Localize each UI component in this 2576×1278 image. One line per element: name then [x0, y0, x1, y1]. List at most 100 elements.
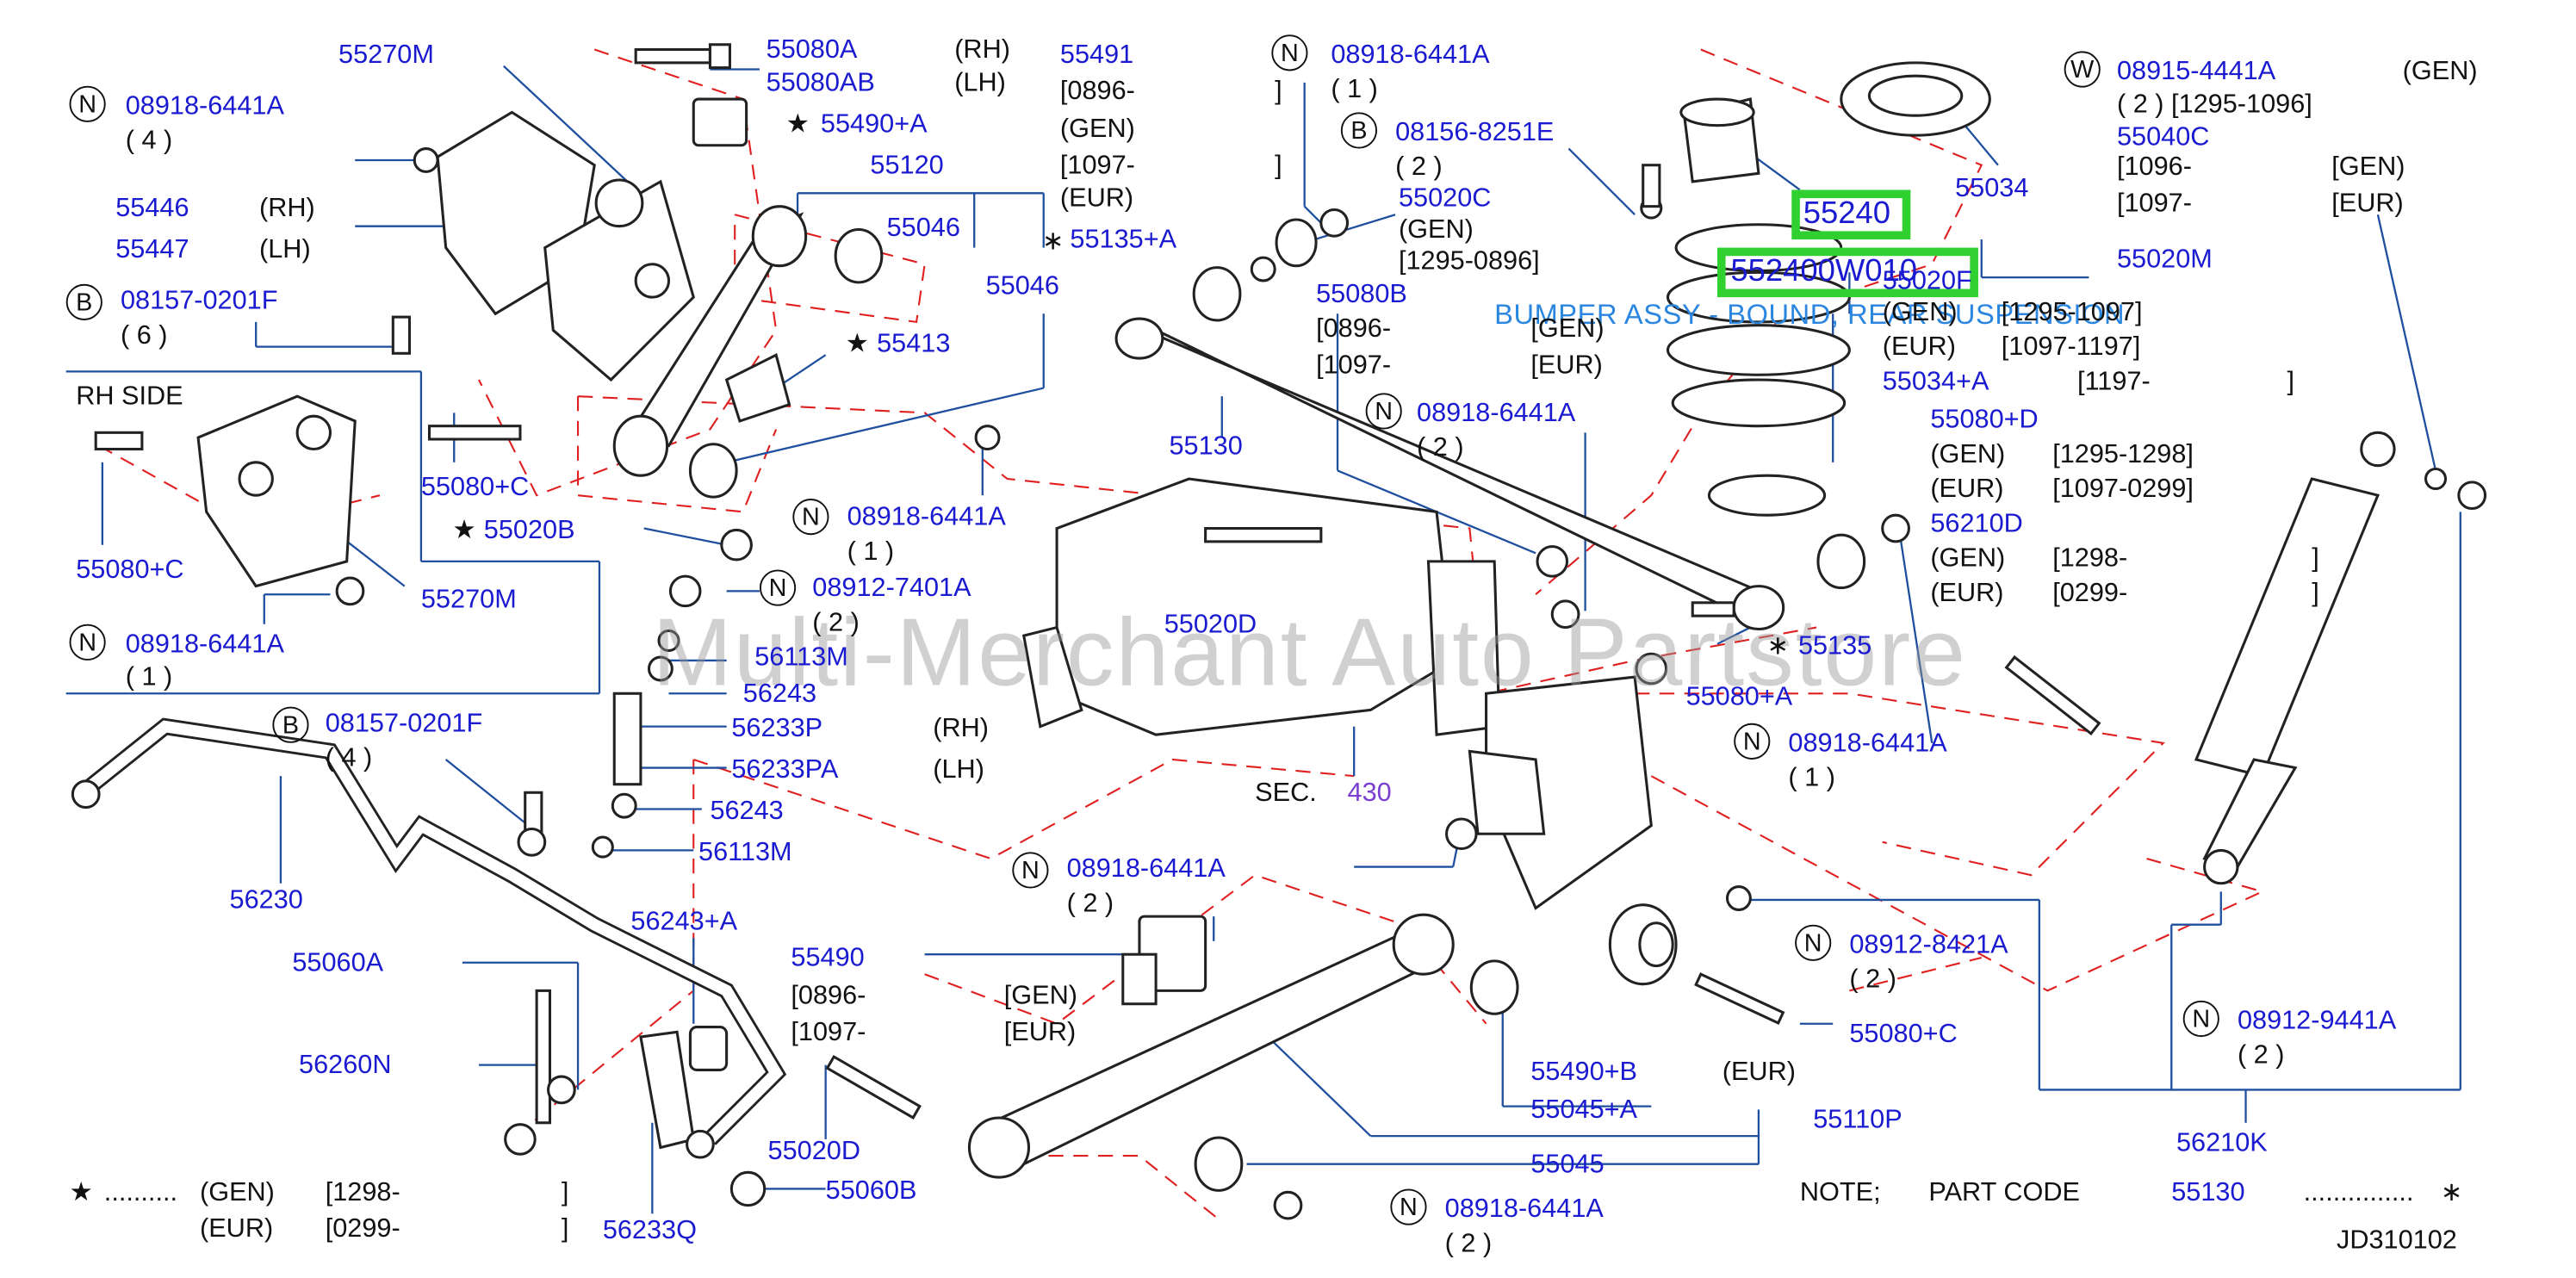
- part-callout[interactable]: 08912-9441A: [2237, 1007, 2397, 1036]
- part-callout[interactable]: 55045: [1530, 1151, 1605, 1179]
- part-callout[interactable]: 08918-6441A: [1788, 729, 1947, 759]
- part-callout[interactable]: 55446: [115, 195, 189, 223]
- section-link[interactable]: 430: [1347, 779, 1392, 808]
- part-callout[interactable]: 55491: [1059, 40, 1134, 70]
- variant-label: (EUR): [1930, 579, 2004, 608]
- part-callout[interactable]: 56210D: [1930, 510, 2023, 539]
- nut-symbol: N: [1795, 924, 1832, 961]
- part-callout[interactable]: 56233Q: [602, 1217, 697, 1245]
- part-callout[interactable]: 08918-6441A: [1444, 1195, 1604, 1224]
- quantity: ( 2 ): [2237, 1041, 2285, 1070]
- part-callout[interactable]: 55020F: [1882, 267, 1972, 296]
- part-callout[interactable]: 56243+A: [630, 908, 738, 937]
- part-callout[interactable]: 55270M: [420, 586, 517, 615]
- bracket: ]: [1275, 152, 1282, 180]
- part-callout[interactable]: 56233PA: [731, 756, 839, 785]
- part-callout[interactable]: 08912-7401A: [812, 574, 971, 603]
- date-range: [1295-1298]: [2052, 440, 2194, 469]
- bracket: ]: [1275, 78, 1282, 106]
- date-range: [1097-: [2116, 189, 2192, 219]
- nut-symbol: N: [1734, 723, 1771, 760]
- section-label: SEC.: [1255, 779, 1317, 808]
- variant-label: (LH): [954, 69, 1006, 98]
- part-callout[interactable]: 56113M: [698, 838, 792, 867]
- part-callout[interactable]: 55034: [1955, 175, 2029, 203]
- part-callout[interactable]: 55080+C: [1849, 1020, 1958, 1049]
- part-callout[interactable]: 56210K: [2176, 1129, 2268, 1158]
- part-callout[interactable]: 55040C: [2116, 123, 2210, 152]
- part-callout[interactable]: 56230: [229, 886, 303, 915]
- part-callout[interactable]: 55060A: [292, 949, 384, 978]
- part-callout[interactable]: 55046: [985, 272, 1059, 301]
- part-callout[interactable]: 08918-6441A: [847, 503, 1006, 532]
- star-marker: ★: [69, 1178, 94, 1207]
- part-callout[interactable]: 55490+A: [820, 110, 928, 140]
- part-callout[interactable]: 08918-6441A: [125, 630, 284, 660]
- watermark: Multi-Merchant Auto Partstore: [652, 599, 1967, 707]
- part-callout[interactable]: 55080+A: [1685, 683, 1793, 712]
- part-callout[interactable]: 55413: [877, 330, 951, 359]
- date-range: [1097-: [791, 1018, 866, 1047]
- part-callout[interactable]: 55080+C: [420, 474, 530, 502]
- part-callout[interactable]: 55034+A: [1882, 368, 1989, 397]
- variant-label: (EUR): [1882, 333, 1956, 362]
- variant-label: (GEN): [1882, 299, 1958, 327]
- part-callout[interactable]: 55060B: [825, 1177, 917, 1206]
- date-range: [1298-: [2052, 544, 2128, 574]
- variant-label: (EUR): [1722, 1058, 1796, 1087]
- part-callout[interactable]: 55020D: [1164, 611, 1257, 639]
- part-callout[interactable]: 08918-6441A: [125, 92, 284, 121]
- part-callout[interactable]: 55447: [115, 236, 189, 264]
- part-callout[interactable]: 56243: [710, 797, 784, 826]
- variant-label: (RH): [954, 36, 1010, 65]
- part-callout[interactable]: 55020M: [2116, 245, 2213, 275]
- highlight-label-55240[interactable]: 55240: [1803, 196, 1891, 232]
- part-callout[interactable]: 08918-6441A: [1331, 40, 1490, 70]
- part-callout[interactable]: 55080B: [1316, 280, 1407, 309]
- variant-label: [GEN): [2331, 153, 2405, 182]
- part-callout[interactable]: 08157-0201F: [325, 710, 483, 739]
- part-callout[interactable]: 08156-8251E: [1395, 119, 1555, 147]
- part-callout[interactable]: 55120: [870, 152, 944, 180]
- part-callout[interactable]: 55490+B: [1530, 1058, 1638, 1087]
- part-callout[interactable]: 56233P: [731, 715, 823, 743]
- variant-label: (GEN): [1930, 440, 2006, 469]
- part-callout[interactable]: 55080+D: [1930, 406, 2039, 435]
- bolt-symbol: B: [1340, 112, 1378, 149]
- part-callout[interactable]: 08918-6441A: [1417, 399, 1576, 428]
- variant-label: (GEN): [2402, 58, 2478, 86]
- part-callout[interactable]: 08157-0201F: [120, 287, 278, 316]
- part-callout[interactable]: 08918-6441A: [1066, 855, 1226, 884]
- part-callout[interactable]: 55045+A: [1530, 1096, 1638, 1125]
- part-callout[interactable]: 55130: [1169, 432, 1243, 461]
- quantity: ( 2 ): [812, 609, 860, 638]
- part-callout[interactable]: 56260N: [299, 1052, 392, 1080]
- date-range: [0896-: [1316, 315, 1392, 344]
- part-callout[interactable]: 55110P: [1813, 1106, 1903, 1135]
- variant-label: (EUR): [1059, 184, 1134, 214]
- highlight-box-55240: [1791, 189, 1911, 240]
- part-callout[interactable]: 55020B: [483, 517, 575, 545]
- part-callout[interactable]: 55020C: [1398, 184, 1492, 214]
- part-callout[interactable]: 56113M: [754, 643, 848, 673]
- part-callout[interactable]: 55080A: [766, 36, 858, 65]
- part-callout[interactable]: 56243: [742, 679, 817, 709]
- quantity-date: ( 2 ) [1295-1096]: [2116, 90, 2312, 120]
- part-callout[interactable]: 55135: [1797, 632, 1872, 661]
- part-callout[interactable]: 55490: [791, 944, 865, 973]
- date-range: [1197-: [2076, 368, 2151, 397]
- note-part-number[interactable]: 55130: [2171, 1178, 2245, 1207]
- part-callout[interactable]: 55135+A: [1070, 226, 1177, 255]
- part-callout[interactable]: 55046: [886, 214, 960, 243]
- part-callout[interactable]: 08912-8421A: [1849, 931, 2008, 959]
- footnote-bracket: ]: [561, 1178, 569, 1207]
- part-callout[interactable]: 55270M: [338, 40, 434, 70]
- part-callout[interactable]: 55080AB: [766, 69, 875, 98]
- part-callout[interactable]: 55080+C: [76, 556, 184, 585]
- date-range: [0299-: [2052, 579, 2128, 608]
- part-callout[interactable]: 55020D: [767, 1138, 861, 1166]
- quantity: ( 2 ): [1066, 890, 1114, 919]
- part-callout[interactable]: 08915-4441A: [2116, 58, 2276, 86]
- highlight-label-552400w010[interactable]: 552400W010: [1730, 254, 1918, 289]
